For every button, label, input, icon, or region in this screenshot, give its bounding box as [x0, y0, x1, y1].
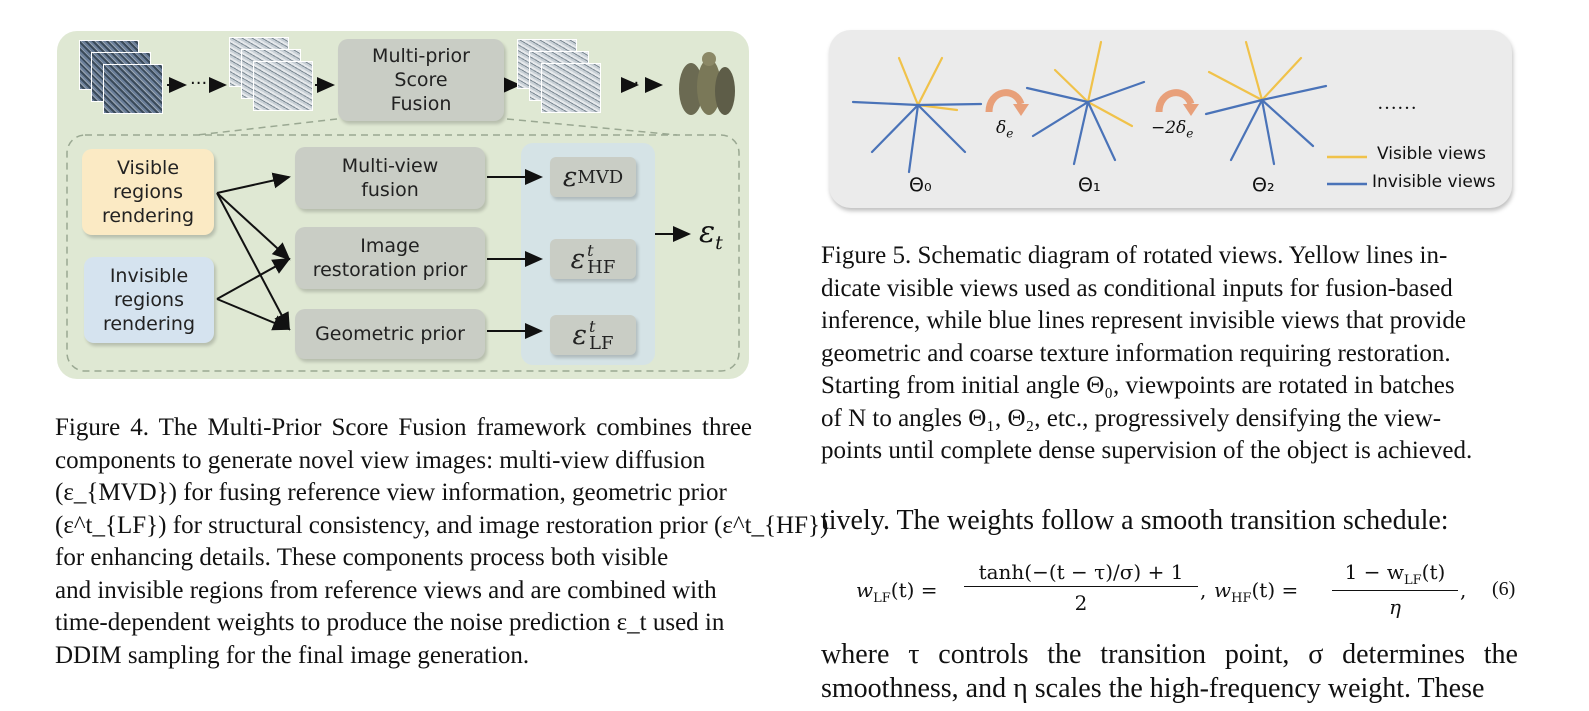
visible-regions-rendering-box: Visible regions rendering	[82, 149, 214, 235]
equation-6: wLF(t) = tanh(−(t − τ)/σ) + 1 2 , wHF(t)…	[856, 560, 1516, 619]
multi-prior-score-fusion-box: Multi-prior Score Fusion	[338, 39, 504, 121]
multi-view-fusion-box: Multi-view fusion	[295, 147, 485, 209]
rotation-arrow-1	[985, 89, 1029, 116]
body-paragraph: where τ controls the transition point, σ…	[821, 639, 1518, 704]
ellipsis-dots: ···	[622, 73, 640, 94]
theta-1-label: Θ₁	[1078, 174, 1101, 196]
rotated-views-diagram	[851, 40, 1367, 186]
figure-5: δe −2δe Θ₀ Θ₁ Θ₂ …… Visible views Invisi…	[829, 30, 1512, 208]
figure-4: ··· Multi-prior Score Fusion ··· Visible…	[57, 31, 749, 379]
star-theta-1	[1025, 40, 1146, 166]
equation-number: (6)	[1492, 578, 1516, 600]
ellipsis: ……	[1377, 92, 1417, 114]
image-restoration-prior-box: Image restoration prior	[295, 227, 485, 289]
figure-4-caption: Figure 4. The Multi-Prior Score Fusion f…	[55, 414, 829, 669]
figure-5-caption: Figure 5. Schematic diagram of rotated v…	[821, 242, 1473, 464]
eq-lhs-lf: wLF(t) =	[856, 578, 938, 606]
star-theta-2	[1204, 40, 1328, 166]
eq-fraction-1: tanh(−(t − τ)/σ) + 1 2	[964, 560, 1198, 615]
final-object-image	[679, 52, 735, 115]
star-theta-0	[851, 56, 983, 174]
noise-image	[103, 64, 163, 114]
delta-e-label: δe	[996, 118, 1014, 141]
partial-noise-image	[253, 61, 313, 111]
rotation-arrow-2	[1155, 89, 1199, 116]
invisible-regions-rendering-box: Invisible regions rendering	[84, 257, 214, 343]
legend-invisible-label: Invisible views	[1372, 172, 1496, 192]
geometric-prior-box: Geometric prior	[295, 309, 485, 359]
partial-noise-image	[541, 63, 601, 113]
eq-lhs-hf: wHF(t) =	[1214, 578, 1299, 606]
eq-fraction-2: 1 − wLF(t) η	[1332, 560, 1458, 619]
theta-2-label: Θ₂	[1252, 174, 1275, 196]
body-text-line: tively. The weights follow a smooth tran…	[821, 505, 1449, 536]
legend-visible-label: Visible views	[1377, 144, 1486, 164]
ellipsis-dots: ···	[190, 73, 208, 94]
theta-0-label: Θ₀	[909, 174, 932, 196]
minus-2-delta-e-label: −2δe	[1151, 118, 1194, 141]
epsilon-t-output: εt	[699, 215, 723, 254]
